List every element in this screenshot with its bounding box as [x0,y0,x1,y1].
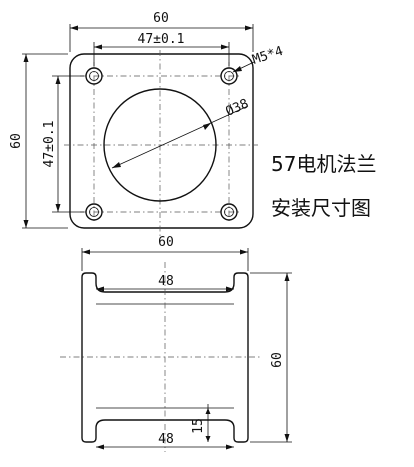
inner-top-label: 48 [158,274,174,289]
mounting-hole-top-right [220,67,238,85]
hole-callout: M5*4 [232,44,286,73]
width-label: 60 [153,11,169,26]
bore-diameter-label: Ø38 [224,96,252,119]
dimension-side-height: 60 [250,272,292,443]
top-view: 60 47±0.1 60 47±0.1 [9,11,285,236]
mounting-hole-bottom-left [85,203,103,221]
dimension-inner-bottom: 48 [96,432,234,450]
dimension-side-width: 60 [81,235,249,271]
bore-diameter-callout: Ø38 [111,96,252,169]
title-line-1: 57电机法兰 [271,152,376,176]
dimension-hole-spacing-y: 47±0.1 [42,75,84,213]
side-width-label: 60 [158,235,174,250]
mounting-hole-bottom-right [220,203,238,221]
hole-spacing-y-label: 47±0.1 [42,121,57,168]
side-view: 60 48 48 60 15 [60,235,292,452]
foot-depth-label: 15 [191,418,206,434]
side-profile-outline [81,272,249,443]
dimension-hole-spacing-x: 47±0.1 [93,32,230,66]
dimension-overall-height: 60 [9,53,68,229]
flange-plate-outline [69,53,254,229]
central-bore [103,88,217,202]
side-height-label: 60 [270,352,285,368]
height-label: 60 [9,133,24,149]
dimension-foot-depth: 15 [191,404,211,442]
mounting-hole-top-left [85,67,103,85]
dimension-overall-width: 60 [69,11,254,52]
dimension-inner-top: 48 [96,274,234,292]
inner-bottom-label: 48 [158,432,174,447]
title-line-2: 安装尺寸图 [271,196,371,220]
hole-callout-label: M5*4 [251,44,286,68]
hole-spacing-x-label: 47±0.1 [138,32,185,47]
